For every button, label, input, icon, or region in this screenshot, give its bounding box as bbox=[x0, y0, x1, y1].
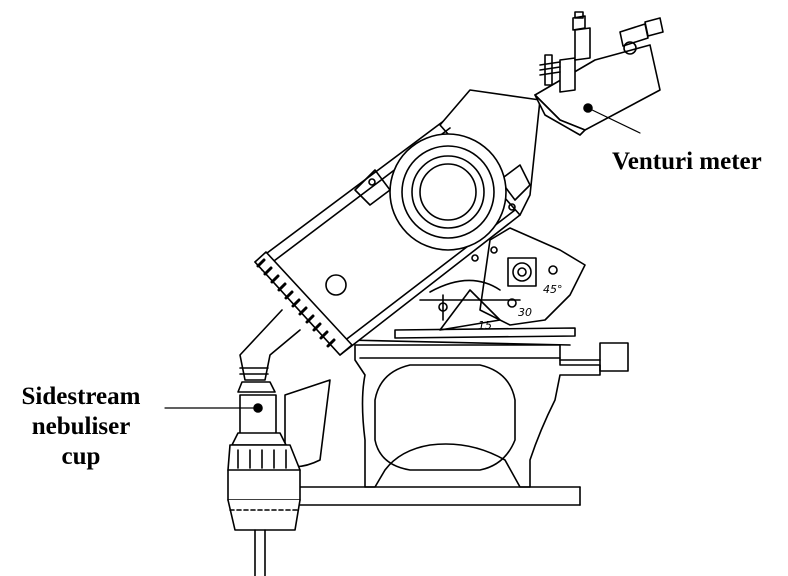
sidestream-label-line-3: cup bbox=[61, 443, 101, 470]
sidestream-label-line-2: nebuliser bbox=[31, 413, 131, 440]
leader-lines bbox=[164, 107, 641, 409]
venturi-leader-line bbox=[587, 107, 641, 134]
angle-scale-plate: 45° 30 15 bbox=[394, 227, 586, 339]
sidestream-label-line-1: Sidestream bbox=[21, 383, 141, 410]
scale-mark-30: 30 bbox=[518, 306, 532, 319]
venturi-meter bbox=[534, 11, 664, 136]
knurled-ring bbox=[254, 251, 353, 356]
nebuliser-cup bbox=[227, 394, 301, 576]
round-window bbox=[389, 133, 507, 251]
sidestream-nebuliser-cup-label: Sidestream nebuliser cup bbox=[6, 382, 156, 472]
scale-mark-45: 45° bbox=[543, 283, 563, 296]
connector-tube bbox=[237, 309, 301, 393]
stand-cradle bbox=[284, 339, 629, 488]
scale-mark-15: 15 bbox=[478, 319, 492, 332]
venturi-meter-label: Venturi meter bbox=[612, 148, 762, 175]
